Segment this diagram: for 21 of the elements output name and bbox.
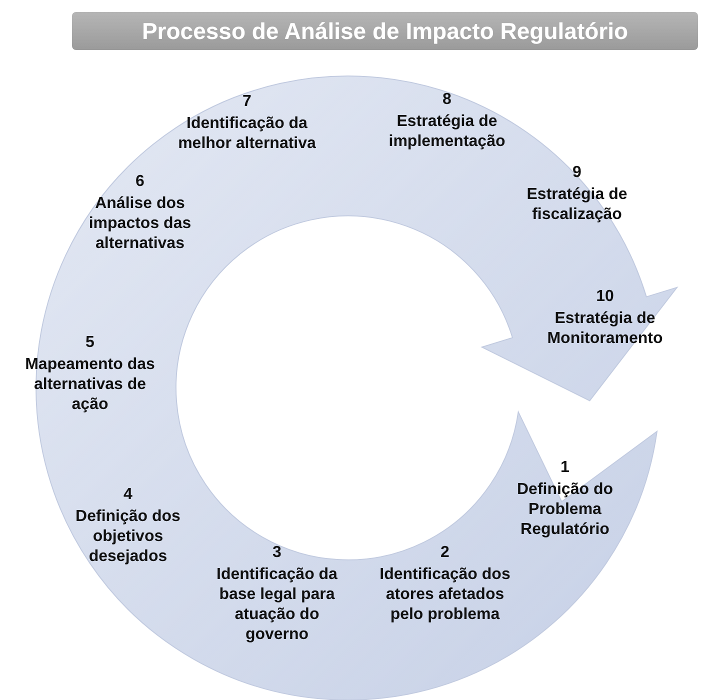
step-number: 2 xyxy=(440,543,450,563)
title-banner: Processo de Análise de Impacto Regulatório xyxy=(72,12,698,50)
step-number: 8 xyxy=(442,90,452,110)
step-label: Estratégia de fiscalização xyxy=(526,185,628,225)
step-label: Identificação da melhor alternativa xyxy=(177,114,317,154)
step-label: Estratégia de implementação xyxy=(388,112,506,152)
step-number: 5 xyxy=(86,333,94,353)
step-label: Definição dos objetivos desejados xyxy=(74,507,182,567)
step-label: Análise dos impactos das alternativas xyxy=(88,194,192,254)
step-label: Identificação da base legal para atuação do governo xyxy=(216,565,338,645)
step-label: Estratégia de Monitoramento xyxy=(546,309,664,349)
step-number: 7 xyxy=(242,92,252,112)
step-number: 4 xyxy=(124,485,132,505)
step-number: 6 xyxy=(136,172,144,192)
step-label: Definição do Problema Regulatório xyxy=(516,480,614,540)
step-number: 9 xyxy=(572,163,582,183)
step-number: 1 xyxy=(560,458,570,478)
step-label: Identificação dos atores afetados pelo problema xyxy=(378,565,512,625)
step-label: Mapeamento das alternativas de ação xyxy=(24,355,156,415)
step-number: 3 xyxy=(272,543,282,563)
step-number: 10 xyxy=(596,287,614,307)
